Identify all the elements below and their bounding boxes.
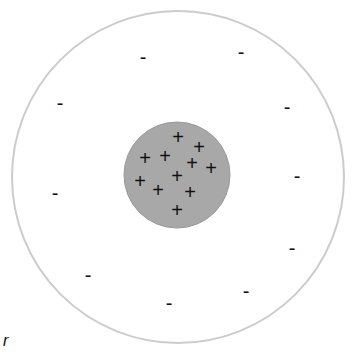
electron-sign: - [166,293,173,313]
electron-sign: - [140,47,147,67]
proton-sign: + [159,146,171,166]
proton-sign: + [205,158,217,178]
proton-sign: + [152,180,164,200]
proton-sign: + [186,153,198,173]
proton-sign: + [139,148,151,168]
electron-sign: - [57,93,64,113]
proton-sign: + [172,127,184,147]
electron-sign: - [238,42,245,62]
proton-sign: + [134,171,146,191]
proton-sign: + [171,166,183,186]
electron-sign: - [243,281,250,301]
proton-sign: + [171,200,183,220]
electron-sign: - [284,97,291,117]
electron-sign: - [52,183,59,203]
electron-sign: - [85,265,92,285]
caption-fragment: r [3,333,8,349]
nucleus: +++++++++++ [123,121,231,229]
proton-sign: + [184,182,196,202]
electron-sign: - [294,166,301,186]
atom-boundary: - - - - - - - - - - +++++++++++ [10,9,346,345]
electron-sign: - [289,238,296,258]
